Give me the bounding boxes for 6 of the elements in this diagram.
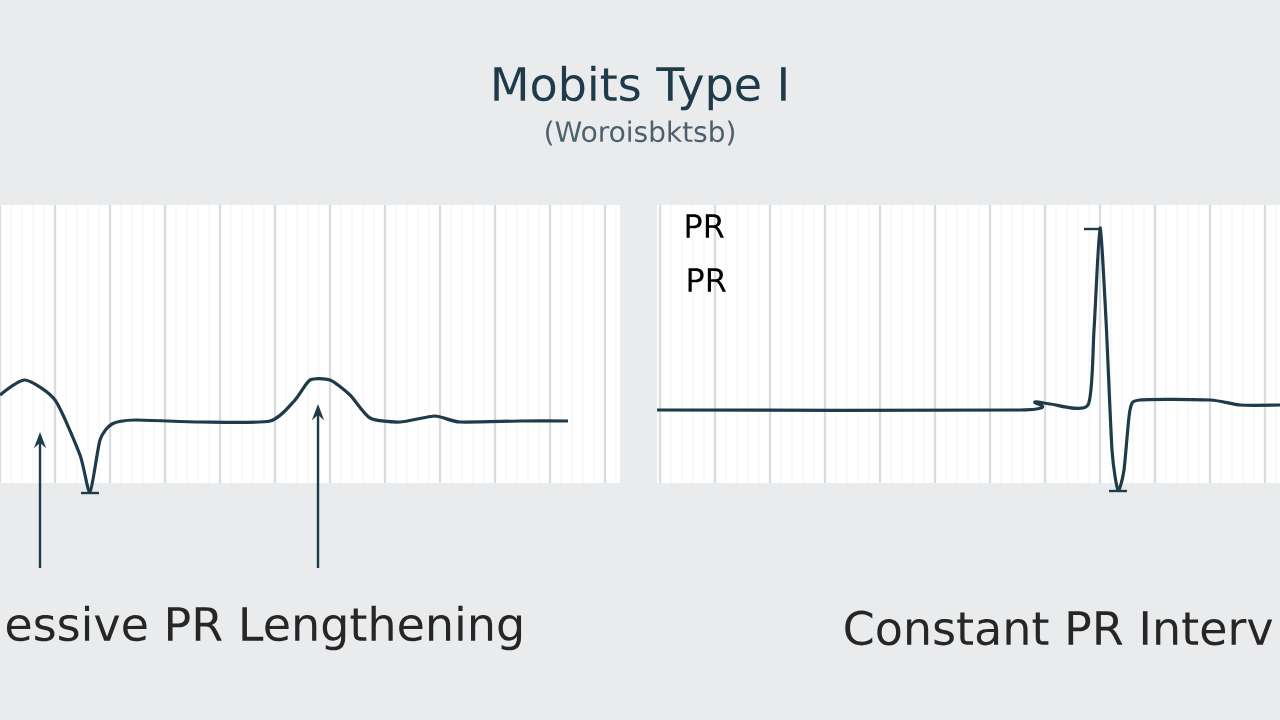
title: Mobits Type I <box>494 65 786 111</box>
pr-label: PR <box>688 268 726 292</box>
caption-label: essive PR Lengthening <box>6 605 522 651</box>
pr-label: PR <box>686 214 724 238</box>
subtitle: (Woroisbktsb) <box>546 120 734 146</box>
caption-label: Constant PR Interv <box>845 610 1273 646</box>
